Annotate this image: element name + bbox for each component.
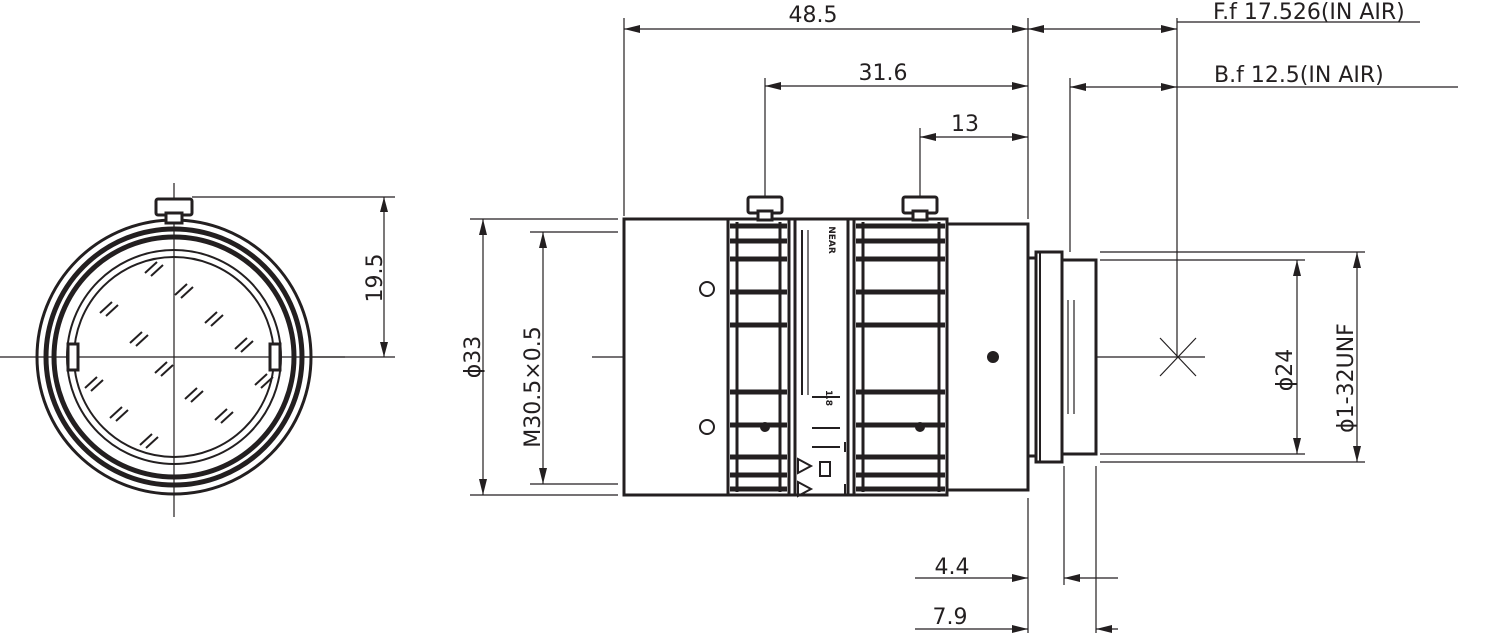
dim-mount-thread: ϕ1-32UNF [1334,323,1359,433]
focal-point-marker [1159,337,1197,377]
iris-ring [852,195,949,497]
focus-ring-set-screw [746,195,784,222]
dim-screw-height: 19.5 [363,254,388,303]
near-marking: NEAR [826,226,836,254]
dim-outer-diameter: ϕ33 [461,336,486,379]
dim-iris-ring: 13 [951,112,979,137]
front-set-screw [154,197,194,225]
dim-back-focal: B.f 12.5(IN AIR) [1214,63,1384,88]
scale-section: NEAR 1.8 [787,217,856,498]
side-view: NEAR 1.8 [461,0,1458,633]
front-retainer-tab-left [66,342,80,372]
dim-flange-focal: F.f 17.526(IN AIR) [1213,0,1405,25]
barrel-hole-upper [699,281,715,297]
iris-ring-set-screw [901,195,939,222]
rear-barrel-index-dot [987,351,999,363]
dim-overall-length: 48.5 [789,3,838,28]
c-mount [1026,250,1098,464]
dim-focus-ring: 31.6 [859,61,908,86]
focus-ring [726,195,791,497]
dim-mount-length: 4.4 [935,555,970,580]
front-ring-band-inner [51,234,297,480]
dim-filter-thread: M30.5×0.5 [521,326,546,447]
barrel-hole-lower [699,419,715,435]
front-retainer-tab-right [268,342,282,372]
dim-mount-diameter: ϕ24 [1273,349,1298,392]
front-barrel [622,217,730,497]
glass-reflection-hatching [84,261,274,449]
extension-lines [470,18,1458,633]
iris-value-marking: 1.8 [823,390,833,406]
dim-rear-length: 7.9 [933,605,968,630]
front-view: 19.5 [0,183,395,517]
